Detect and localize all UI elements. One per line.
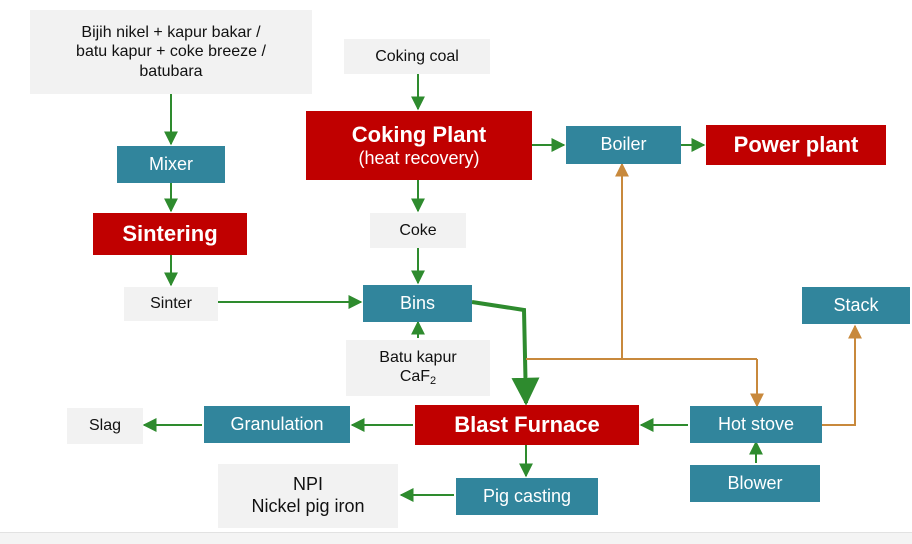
batu-kapur-label: Batu kapur	[379, 348, 457, 366]
edge-bins-to-furnace	[471, 300, 540, 406]
raw-materials-line-3: batubara	[139, 62, 203, 80]
bins-label: Bins	[399, 292, 435, 313]
coke-label: Coke	[399, 221, 437, 239]
stack-label: Stack	[833, 294, 879, 315]
coking-plant-sublabel: (heat recovery)	[358, 147, 480, 168]
npi-label: NPI	[292, 474, 323, 495]
sintering-box: Sintering	[93, 213, 247, 255]
caf2-subscript: 2	[430, 375, 437, 387]
raw-materials-line-1: Bijih nikel + kapur bakar /	[81, 24, 261, 42]
pig-casting-label: Pig casting	[482, 485, 572, 506]
hot-stove-box: Hot stove	[690, 406, 822, 443]
edge-hotstove-to-stack	[822, 324, 862, 426]
sinter-box: Sinter	[124, 287, 218, 321]
power-plant-label: Power plant	[733, 131, 859, 157]
granulation-box: Granulation	[204, 406, 350, 443]
stack-box: Stack	[802, 287, 910, 324]
coking-coal-box: Coking coal	[344, 39, 490, 74]
power-plant-box: Power plant	[706, 125, 886, 165]
caf2-formula: CaF2	[400, 367, 436, 388]
boiler-label: Boiler	[600, 134, 647, 155]
coking-plant-box: Coking Plant (heat recovery)	[306, 111, 532, 180]
blast-furnace-label: Blast Furnace	[454, 411, 600, 437]
slag-label: Slag	[88, 417, 122, 435]
sintering-label: Sintering	[122, 220, 218, 246]
mixer-label: Mixer	[149, 153, 193, 174]
bottom-band	[0, 532, 912, 544]
boiler-box: Boiler	[566, 126, 681, 164]
slag-box: Slag	[67, 408, 143, 444]
bins-box: Bins	[363, 285, 472, 322]
blower-label: Blower	[727, 472, 783, 493]
nickel-pig-iron-label: Nickel pig iron	[251, 496, 365, 516]
batu-kapur-box: Batu kapur CaF2	[346, 340, 490, 396]
mixer-box: Mixer	[117, 146, 225, 183]
coking-coal-label: Coking coal	[375, 47, 459, 65]
npi-box: NPI Nickel pig iron	[218, 464, 398, 528]
raw-materials-line-2: batu kapur + coke breeze /	[76, 43, 266, 61]
coke-box: Coke	[370, 213, 466, 248]
blower-box: Blower	[690, 465, 820, 502]
coking-plant-label: Coking Plant	[351, 121, 487, 147]
blast-furnace-box: Blast Furnace	[415, 405, 639, 445]
caf2-base: CaF	[399, 368, 431, 385]
pig-casting-box: Pig casting	[456, 478, 598, 515]
sinter-label: Sinter	[150, 295, 192, 313]
raw-materials-box: Bijih nikel + kapur bakar / batu kapur +…	[30, 10, 312, 94]
hot-stove-label: Hot stove	[717, 413, 795, 434]
granulation-label: Granulation	[230, 413, 324, 434]
